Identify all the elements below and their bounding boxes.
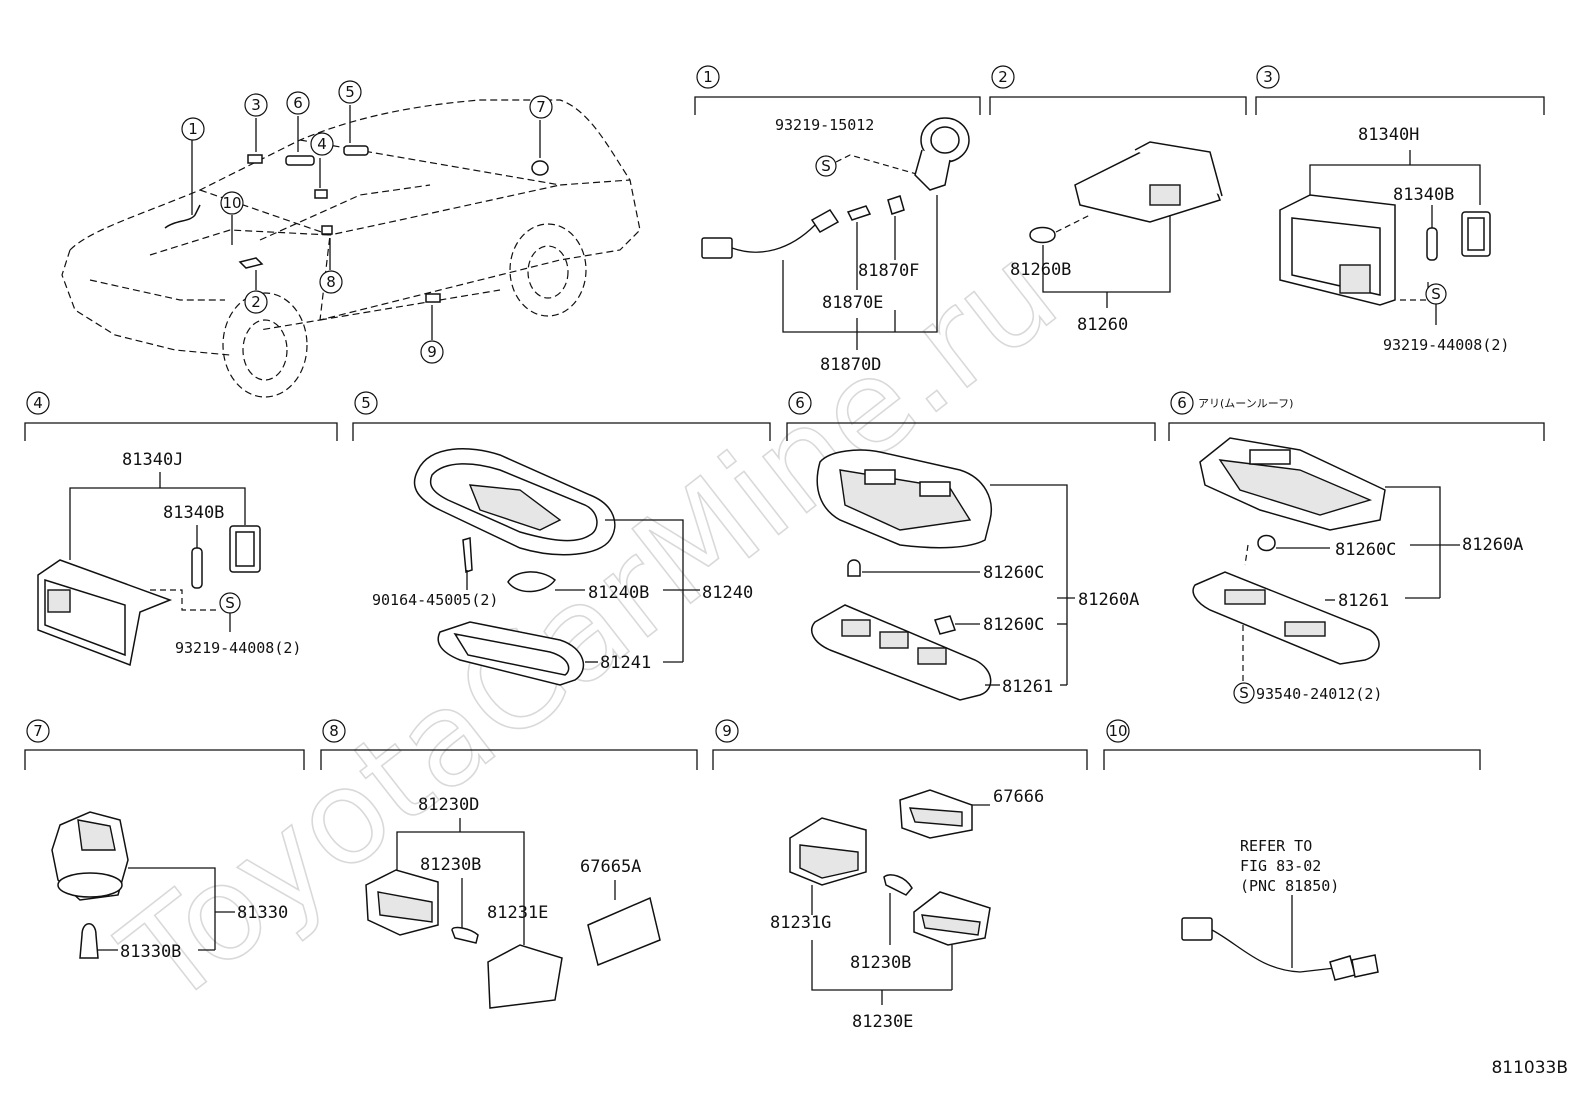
- part-81260C: 81260C: [983, 615, 1044, 635]
- screw-mark: S: [821, 157, 831, 175]
- section-6-moonroof: 6 アリ(ムーンルーフ) 81260C 81260A 81261 S 93540…: [1168, 391, 1545, 704]
- part-93540-24012: 93540-24012(2): [1256, 685, 1382, 703]
- section-6b-note: アリ(ムーンルーフ): [1198, 397, 1293, 410]
- part-81330: 81330: [237, 903, 288, 923]
- part-93219-44008: 93219-44008(2): [175, 639, 301, 657]
- section-6: 6 81260C 81260A 81260C 81261: [786, 391, 1156, 701]
- section-6-number: 6: [795, 394, 805, 412]
- car-callout-10: 10: [222, 194, 241, 212]
- car-callout-9: 9: [427, 343, 437, 361]
- section-9-number: 9: [722, 722, 732, 740]
- part-81260A: 81260A: [1078, 590, 1139, 610]
- screw-mark: S: [225, 594, 235, 612]
- part-81261: 81261: [1002, 677, 1053, 697]
- section-7: 7 81330 81330B: [24, 719, 305, 962]
- part-81231E: 81231E: [487, 903, 548, 923]
- part-81870E: 81870E: [822, 293, 883, 313]
- part-81870F: 81870F: [858, 261, 919, 281]
- section-3-number: 3: [1263, 68, 1273, 86]
- car-overview: 1 10 3 6 4 5 7 2 8 9: [61, 80, 641, 398]
- car-callout-7: 7: [536, 98, 546, 116]
- part-81870D: 81870D: [820, 355, 881, 375]
- section-10: 10 REFER TO FIG 83-02 (PNC 81850): [1103, 719, 1481, 981]
- part-90164-45005: 90164-45005(2): [372, 591, 498, 609]
- part-81260C: 81260C: [1335, 540, 1396, 560]
- screw-mark: S: [1239, 684, 1249, 702]
- part-81241: 81241: [600, 653, 651, 673]
- section-2-number: 2: [998, 68, 1008, 86]
- car-callout-3: 3: [251, 96, 261, 114]
- section-7-number: 7: [33, 722, 43, 740]
- part-81230E: 81230E: [852, 1012, 913, 1032]
- car-callout-6: 6: [293, 94, 303, 112]
- part-93219-44008: 93219-44008(2): [1383, 336, 1509, 354]
- screw-mark: S: [1431, 285, 1441, 303]
- part-81260A: 81260A: [1462, 535, 1523, 555]
- refer-line-3: (PNC 81850): [1240, 877, 1339, 895]
- part-81260C: 81260C: [983, 563, 1044, 583]
- section-2: 2 81260B 81260: [989, 65, 1247, 335]
- figure-code: 811033B: [1491, 1058, 1568, 1078]
- car-callout-8: 8: [326, 273, 336, 291]
- part-81240B: 81240B: [588, 583, 649, 603]
- part-81340J: 81340J: [122, 450, 183, 470]
- part-67666: 67666: [993, 787, 1044, 807]
- car-callout-2: 2: [251, 293, 261, 311]
- section-4: 4 81340J 81340B S 93219-44008(2): [24, 391, 338, 667]
- part-81230B: 81230B: [420, 855, 481, 875]
- part-81261: 81261: [1338, 591, 1389, 611]
- section-8: 8 81230D 81230B 81231E 67665A: [320, 719, 698, 1009]
- part-81231G: 81231G: [770, 913, 831, 933]
- section-4-number: 4: [33, 394, 43, 412]
- refer-line-2: FIG 83-02: [1240, 857, 1321, 875]
- section-8-number: 8: [329, 722, 339, 740]
- section-6b-number: 6: [1177, 394, 1187, 412]
- section-10-number: 10: [1108, 722, 1127, 740]
- section-3: 3 81340H 81340B S 93219-44008(2): [1255, 65, 1545, 354]
- car-callout-5: 5: [345, 83, 355, 101]
- section-5-number: 5: [361, 394, 371, 412]
- car-callout-4: 4: [317, 135, 327, 153]
- section-9: 9 67666 81231G 81230B 81230E: [712, 719, 1088, 1032]
- part-67665A: 67665A: [580, 857, 641, 877]
- part-81340B: 81340B: [163, 503, 224, 523]
- part-81230B: 81230B: [850, 953, 911, 973]
- section-1: 1 93219-15012 S 81870F 81870E 81870D: [694, 65, 981, 375]
- part-81340H: 81340H: [1358, 125, 1419, 145]
- part-81340B: 81340B: [1393, 185, 1454, 205]
- car-callout-1: 1: [188, 120, 198, 138]
- part-81230D: 81230D: [418, 795, 479, 815]
- part-81260B: 81260B: [1010, 260, 1071, 280]
- part-81240: 81240: [702, 583, 753, 603]
- section-5: 5 90164-45005(2) 81240B 81240 81241: [352, 391, 771, 686]
- part-81260: 81260: [1077, 315, 1128, 335]
- section-1-number: 1: [703, 68, 713, 86]
- refer-line-1: REFER TO: [1240, 837, 1312, 855]
- part-93219-15012: 93219-15012: [775, 116, 874, 134]
- part-81330B: 81330B: [120, 942, 181, 962]
